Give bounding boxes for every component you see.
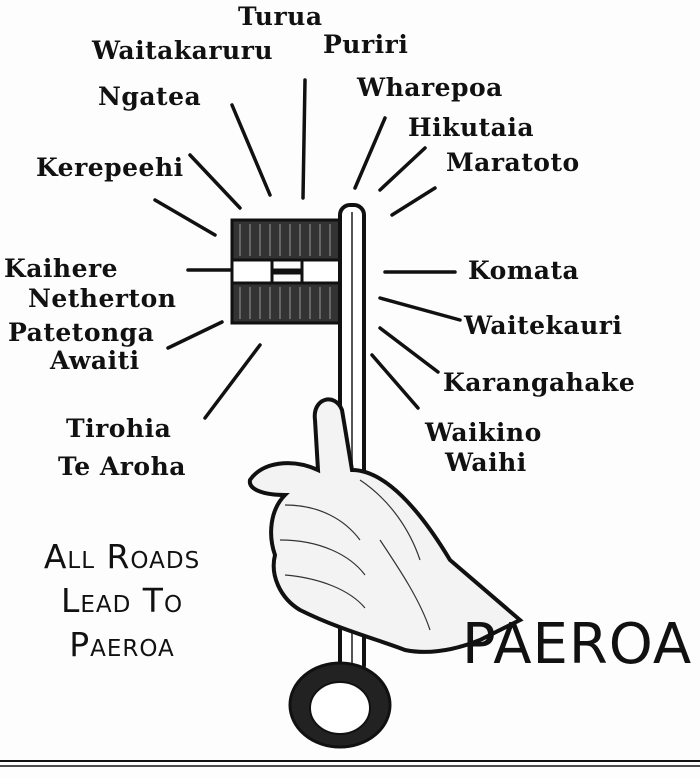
slogan-line-1: All Roads <box>43 537 201 576</box>
place-puriri: Puriri <box>323 30 409 59</box>
place-hikutaia: Hikutaia <box>408 113 535 142</box>
slogan: All Roads Lead To Paeroa <box>2 535 242 667</box>
hand-shading <box>279 479 431 631</box>
key-bow <box>288 661 392 749</box>
place-komata: Komata <box>468 256 580 285</box>
place-waikino: Waikino <box>425 418 542 447</box>
place-turua: Turua <box>238 2 323 31</box>
town-name: PAEROA <box>462 612 693 677</box>
place-wharepoa: Wharepoa <box>357 73 503 102</box>
place-ngatea: Ngatea <box>98 82 202 111</box>
slogan-line-2: Lead To <box>60 581 184 620</box>
place-waihi: Waihi <box>445 448 527 477</box>
place-netherton: Netherton <box>28 284 177 313</box>
place-waitekauri: Waitekauri <box>464 311 623 340</box>
slogan-line-3: Paeroa <box>69 625 175 664</box>
place-tirohia: Tirohia <box>66 414 172 443</box>
place-awaiti: Awaiti <box>50 346 140 375</box>
place-waitakaruru: Waitakaruru <box>92 36 274 65</box>
place-kerepeehi: Kerepeehi <box>36 153 184 182</box>
place-te-aroha: Te Aroha <box>58 452 186 481</box>
place-patetonga: Patetonga <box>8 318 155 347</box>
place-maratoto: Maratoto <box>446 148 580 177</box>
key-bit <box>230 218 344 325</box>
place-kaihere: Kaihere <box>4 254 119 283</box>
place-karangahake: Karangahake <box>443 368 636 397</box>
hand <box>247 397 524 654</box>
radiating-lines <box>153 78 462 420</box>
